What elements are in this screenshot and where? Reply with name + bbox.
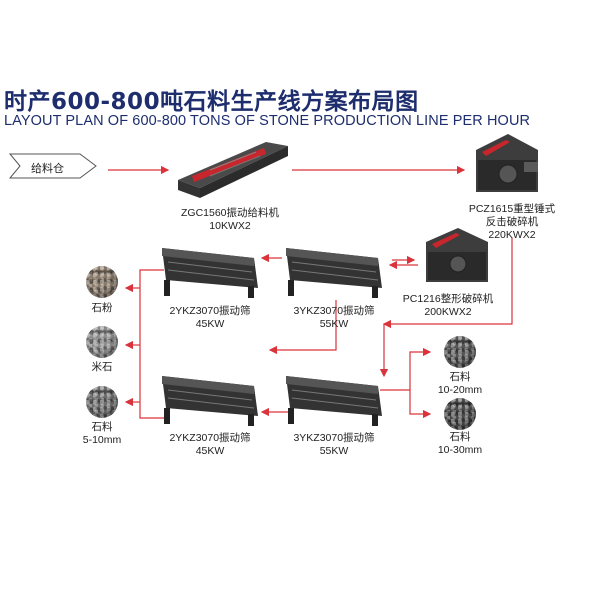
stone-powder-icon <box>86 266 118 298</box>
screen-4-model: 3YKZ3070振动筛 <box>293 432 375 444</box>
screen-1-model: 2YKZ3070振动筛 <box>169 305 251 317</box>
gravel-icon <box>444 398 476 430</box>
impact-crusher-icon <box>476 134 538 192</box>
page-title: 时产600-800吨石料生产线方案布局图 <box>4 89 419 115</box>
product-left-3-name: 石料 <box>91 421 113 433</box>
shaping-crusher-label: PC1216整形破碎机 200KWX2 <box>403 293 493 319</box>
feeder-label: ZGC1560振动给料机 10KWX2 <box>181 207 279 233</box>
feed-bin-label: 给料仓 <box>31 162 64 175</box>
gravel-icon <box>86 386 118 418</box>
screen-3-model: 2YKZ3070振动筛 <box>169 432 251 444</box>
vibrating-feeder-icon <box>178 142 288 198</box>
product-right-2-label: 石料 10-30mm <box>438 431 482 457</box>
feeder-model: ZGC1560振动给料机 <box>180 207 280 219</box>
product-right-1-name: 石料 <box>449 371 471 383</box>
screen-4-power: 55KW <box>319 445 349 457</box>
product-right-2-size: 10-30mm <box>437 444 483 456</box>
left-collector-top <box>139 269 164 295</box>
vibrating-screen-icon <box>286 248 382 298</box>
gravel-icon <box>444 336 476 368</box>
impact-crusher-label: PCZ1615重型锤式 反击破碎机 220KWX2 <box>469 203 555 242</box>
shaping-crusher-model: PC1216整形破碎机 <box>402 293 494 305</box>
impact-crusher-power: 220KWX2 <box>488 229 536 241</box>
vibrating-screen-icon <box>286 376 382 426</box>
arrow-crusher-to-screens <box>382 238 513 329</box>
product-left-3-size: 5-10mm <box>82 434 122 446</box>
shaping-crusher-icon <box>426 228 488 282</box>
page-subtitle: LAYOUT PLAN OF 600-800 TONS OF STONE PRO… <box>4 113 531 129</box>
screen-4-label: 3YKZ3070振动筛 55KW <box>293 432 374 458</box>
impact-crusher-model2: 反击破碎机 <box>485 216 539 228</box>
arrow-middle-down <box>268 300 337 355</box>
screen-3-label: 2YKZ3070振动筛 45KW <box>169 432 250 458</box>
product-left-1-name: 石粉 <box>91 302 113 314</box>
impact-crusher-model: PCZ1615重型锤式 <box>468 203 556 215</box>
vibrating-screen-icon <box>162 376 258 426</box>
product-left-2-label: 米石 <box>92 361 113 374</box>
feeder-power: 10KWX2 <box>209 220 251 232</box>
rice-stone-icon <box>86 326 118 358</box>
screen-3-power: 45KW <box>195 445 225 457</box>
vibrating-screen-icon <box>162 248 258 298</box>
product-left-3-label: 石料 5-10mm <box>83 421 122 447</box>
screen-2-label: 3YKZ3070振动筛 55KW <box>293 305 374 331</box>
screen-2-model: 3YKZ3070振动筛 <box>293 305 375 317</box>
product-right-1-label: 石料 10-20mm <box>438 371 482 397</box>
screen-2-power: 55KW <box>319 318 349 330</box>
screen-1-power: 45KW <box>195 318 225 330</box>
shaping-crusher-power: 200KWX2 <box>424 306 472 318</box>
feed-bin <box>8 153 97 179</box>
product-left-2-name: 米石 <box>91 361 113 373</box>
arrow-to-products-right <box>380 347 432 391</box>
product-right-2-name: 石料 <box>449 431 471 443</box>
product-left-1-label: 石粉 <box>92 302 113 315</box>
product-right-1-size: 10-20mm <box>437 384 483 396</box>
screen-1-label: 2YKZ3070振动筛 45KW <box>169 305 250 331</box>
left-collector-bottom <box>139 295 170 419</box>
arrow-to-products-right-2 <box>409 390 432 419</box>
